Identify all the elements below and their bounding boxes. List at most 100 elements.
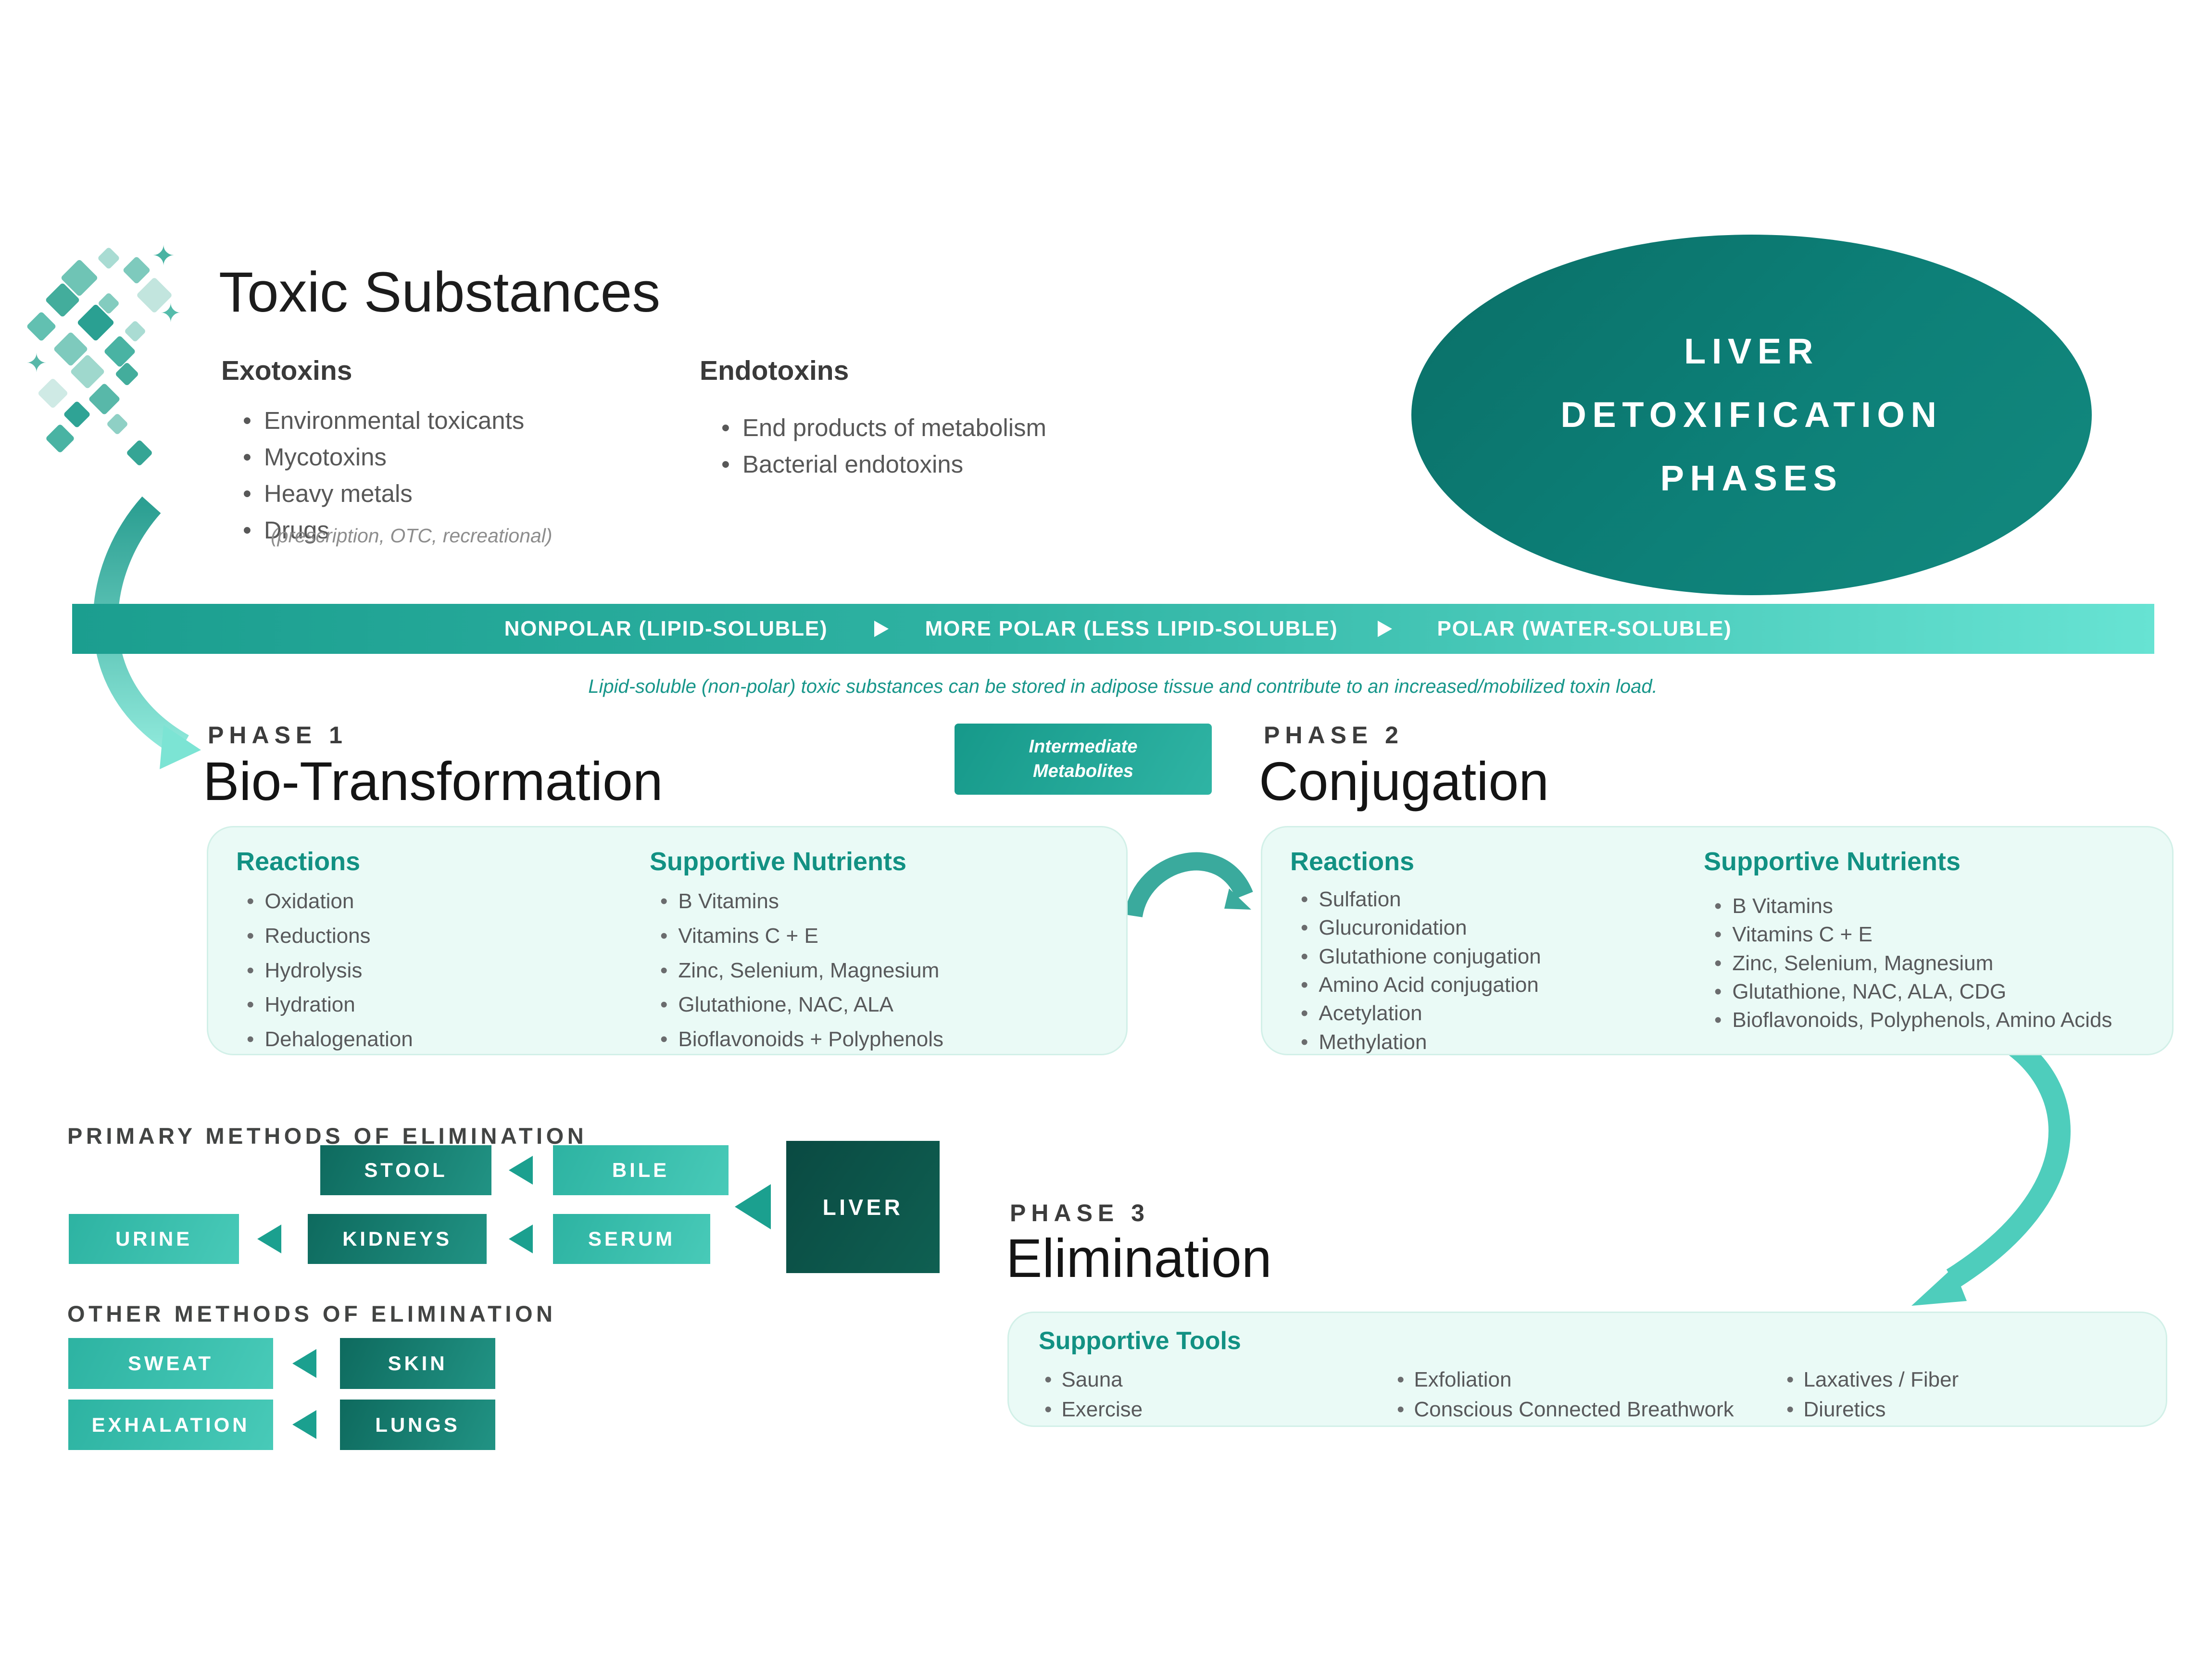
diamond-decoration — [76, 303, 115, 342]
list-item: Glutathione conjugation — [1301, 943, 1704, 970]
phase1-title: Bio-Transformation — [203, 751, 663, 812]
lipid-soluble-caption: Lipid-soluble (non-polar) toxic substanc… — [588, 676, 1658, 697]
phase2-card: Reactions Sulfation Glucuronidation Glut… — [1261, 826, 2174, 1055]
stool-box: STOOL — [320, 1145, 491, 1195]
arrow-left-icon — [509, 1225, 533, 1253]
arrow-right-icon — [874, 621, 889, 637]
arrow-left-icon — [509, 1156, 533, 1185]
curved-arrow-phase1-to-phase2 — [1124, 852, 1253, 918]
diamond-decoration — [122, 256, 151, 285]
list-item: Bioflavonoids, Polyphenols, Amino Acids — [1714, 1007, 2162, 1034]
exotoxins-heading: Exotoxins — [221, 355, 352, 386]
list-item: Oxidation — [247, 886, 650, 917]
list-item: Glutathione, NAC, ALA — [660, 989, 1117, 1020]
list-item: Dehalogenation — [247, 1024, 650, 1055]
phase3-tools-card: Supportive Tools Sauna Exercise Exfoliat… — [1007, 1312, 2167, 1427]
diamond-decoration — [26, 311, 57, 342]
curved-arrow-phase2-to-phase3 — [1911, 1028, 2071, 1306]
urine-box: URINE — [69, 1214, 239, 1264]
diamond-decoration — [63, 400, 91, 428]
bile-box: BILE — [553, 1145, 729, 1195]
primary-elimination-heading: PRIMARY METHODS OF ELIMINATION — [67, 1123, 588, 1149]
list-item: Sauna — [1044, 1365, 1391, 1395]
bar-label-nonpolar: NONPOLAR (LIPID-SOLUBLE) — [504, 617, 828, 640]
sparkle-icon: ✦ — [25, 349, 48, 378]
list-item: Zinc, Selenium, Magnesium — [1714, 950, 2162, 977]
arrow-left-icon — [292, 1410, 316, 1439]
list-item: Laxatives / Fiber — [1786, 1365, 2166, 1395]
diamond-decoration — [124, 320, 147, 343]
list-item: Acetylation — [1301, 1000, 1704, 1027]
serum-box: SERUM — [553, 1214, 710, 1264]
phase2-title: Conjugation — [1259, 751, 1549, 812]
sparkle-icon: ✦ — [152, 240, 175, 272]
phase1-reactions-list: Oxidation Reductions Hydrolysis Hydratio… — [236, 886, 650, 1055]
supportive-nutrients-heading: Supportive Nutrients — [1704, 847, 1961, 876]
arrow-right-icon — [1378, 621, 1392, 637]
list-item: Bioflavonoids + Polyphenols — [660, 1024, 1117, 1055]
list-item: Methylation — [1301, 1029, 1704, 1056]
lungs-box: LUNGS — [340, 1400, 495, 1450]
liver-box: LIVER — [786, 1141, 940, 1273]
tools-list: Exfoliation Conscious Connected Breathwo… — [1391, 1365, 1781, 1425]
diamond-decoration — [70, 354, 105, 389]
tools-list: Laxatives / Fiber Diuretics — [1781, 1365, 2166, 1425]
list-item: Hydrolysis — [247, 955, 650, 986]
exotoxins-list: Environmental toxicants Mycotoxins Heavy… — [243, 406, 524, 552]
diamond-decoration — [45, 282, 80, 318]
list-item: Vitamins C + E — [1714, 921, 2162, 948]
badge-line: LIVER — [1684, 331, 1819, 372]
tools-column: Sauna Exercise — [1039, 1365, 1391, 1425]
list-item: Glucuronidation — [1301, 914, 1704, 941]
list-item: B Vitamins — [1714, 893, 2162, 920]
intermediate-metabolites-box: Intermediate Metabolites — [955, 724, 1212, 795]
bar-label-more-polar: MORE POLAR (LESS LIPID-SOLUBLE) — [925, 617, 1338, 640]
list-item: Exfoliation — [1397, 1365, 1781, 1395]
diamond-decoration — [97, 246, 121, 270]
list-item: Diuretics — [1786, 1395, 2166, 1425]
skin-box: SKIN — [340, 1338, 495, 1389]
list-item: Conscious Connected Breathwork — [1397, 1395, 1781, 1425]
list-item: Environmental toxicants — [243, 406, 524, 435]
diamond-decoration — [88, 383, 121, 415]
list-item: Bacterial endotoxins — [721, 450, 1046, 478]
supportive-tools-heading: Supportive Tools — [1039, 1327, 1241, 1355]
list-item: Vitamins C + E — [660, 921, 1117, 951]
intermediate-line: Metabolites — [1032, 761, 1134, 781]
endotoxins-heading: Endotoxins — [700, 355, 849, 386]
arrow-left-icon — [257, 1225, 281, 1253]
toxic-substances-title: Toxic Substances — [219, 261, 661, 324]
phase2-label: PHASE 2 — [1264, 722, 1404, 749]
reactions-heading: Reactions — [1290, 847, 1415, 876]
list-item: Zinc, Selenium, Magnesium — [660, 955, 1117, 986]
kidneys-box: KIDNEYS — [308, 1214, 487, 1264]
list-item: Glutathione, NAC, ALA, CDG — [1714, 978, 2162, 1005]
phase2-reactions-list: Sulfation Glucuronidation Glutathione co… — [1290, 886, 1704, 1056]
sweat-box: SWEAT — [68, 1338, 273, 1389]
polarity-gradient-bar: NONPOLAR (LIPID-SOLUBLE) MORE POLAR (LES… — [72, 604, 2154, 654]
diamond-decoration — [45, 423, 75, 454]
list-item: Reductions — [247, 921, 650, 951]
diamond-decoration — [97, 292, 120, 315]
list-item: Amino Acid conjugation — [1301, 972, 1704, 999]
phase2-nutrients-column: Supportive Nutrients B Vitamins Vitamins… — [1704, 847, 2162, 1057]
phase3-label: PHASE 3 — [1010, 1200, 1150, 1226]
exhalation-box: EXHALATION — [68, 1400, 273, 1450]
list-item: End products of metabolism — [721, 413, 1046, 442]
liver-detox-phases-badge: LIVER DETOXIFICATION PHASES — [1411, 235, 2092, 595]
endotoxins-list: End products of metabolism Bacterial end… — [721, 413, 1046, 487]
reactions-heading: Reactions — [236, 847, 361, 876]
phase1-reactions-column: Reactions Oxidation Reductions Hydrolysi… — [236, 847, 650, 1059]
list-item: B Vitamins — [660, 886, 1117, 917]
arrow-left-icon — [735, 1184, 771, 1229]
phase2-nutrients-list: B Vitamins Vitamins C + E Zinc, Selenium… — [1704, 893, 2162, 1034]
drugs-note: (prescription, OTC, recreational) — [271, 525, 553, 547]
list-item: Exercise — [1044, 1395, 1391, 1425]
diamond-decoration — [136, 276, 173, 314]
arrow-left-icon — [292, 1349, 316, 1378]
phase3-title: Elimination — [1006, 1228, 1272, 1288]
bar-label-polar: POLAR (WATER-SOLUBLE) — [1437, 617, 1732, 640]
other-elimination-heading: OTHER METHODS OF ELIMINATION — [67, 1301, 556, 1326]
phase1-label: PHASE 1 — [208, 722, 348, 749]
